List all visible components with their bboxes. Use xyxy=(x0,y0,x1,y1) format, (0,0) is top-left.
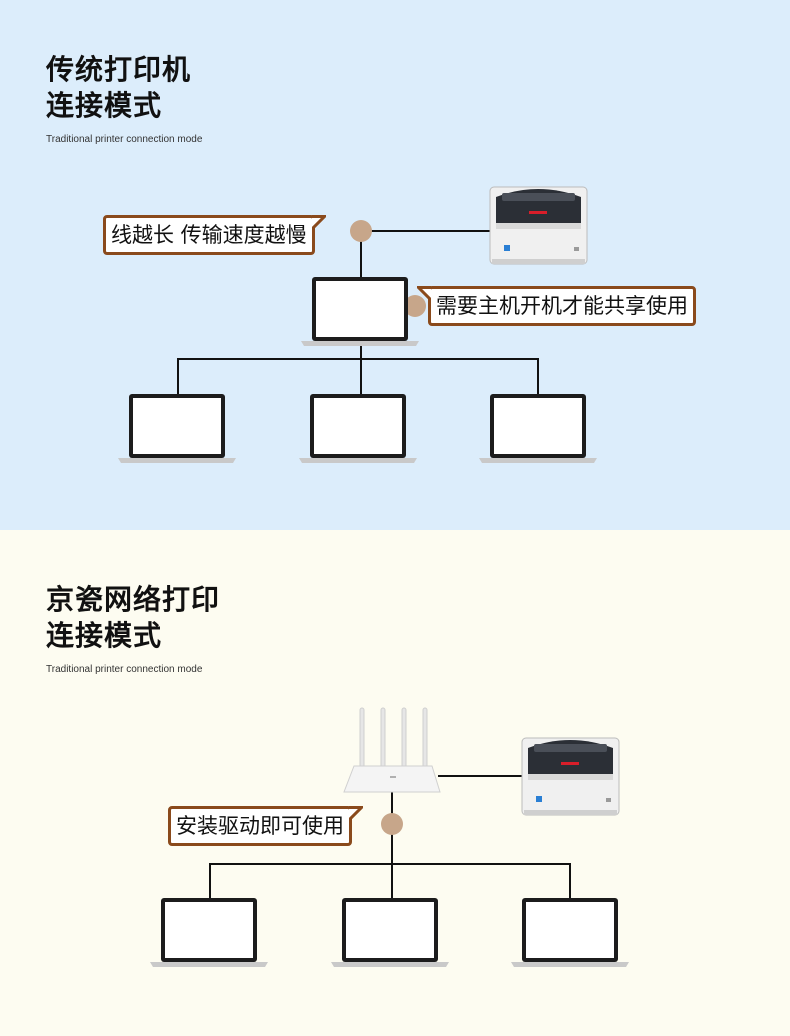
network-subtitle: Traditional printer connection mode xyxy=(46,664,203,675)
network-section: 京瓷网络打印 连接模式 Traditional printer connecti… xyxy=(0,530,790,1036)
client-laptop-icon xyxy=(118,394,236,463)
traditional-subtitle: Traditional printer connection mode xyxy=(46,134,203,145)
traditional-title-line1: 传统打印机 xyxy=(46,53,192,86)
callout-pointer xyxy=(349,806,363,820)
driver-indicator-dot xyxy=(381,813,403,835)
printer-icon xyxy=(521,737,620,816)
callout-pointer xyxy=(417,286,431,300)
client-laptop-icon xyxy=(150,898,268,967)
cable-length-callout-text: 线越长 传输速度越慢 xyxy=(111,223,307,247)
host-laptop-icon xyxy=(301,277,419,346)
traditional-title: 传统打印机 连接模式 xyxy=(46,52,191,124)
network-title-line2: 连接模式 xyxy=(46,619,163,652)
driver-install-callout: 安装驱动即可使用 xyxy=(168,806,363,846)
traditional-diagram xyxy=(118,186,597,463)
cable-length-callout: 线越长 传输速度越慢 xyxy=(103,215,326,255)
callout-pointer xyxy=(311,215,326,229)
host-power-callout-text: 需要主机开机才能共享使用 xyxy=(436,294,688,318)
cable-indicator-dot xyxy=(350,220,372,242)
client-laptop-icon xyxy=(299,394,417,463)
client-laptop-icon xyxy=(331,898,449,967)
host-power-callout: 需要主机开机才能共享使用 xyxy=(417,286,696,326)
network-title-line1: 京瓷网络打印 xyxy=(46,583,221,616)
network-diagram xyxy=(150,707,629,967)
driver-install-callout-text: 安装驱动即可使用 xyxy=(176,814,344,838)
client-laptop-icon xyxy=(479,394,597,463)
traditional-section: 传统打印机 连接模式 Traditional printer connectio… xyxy=(0,0,790,530)
network-title: 京瓷网络打印 连接模式 xyxy=(46,582,220,654)
printer-icon xyxy=(489,186,588,265)
client-laptop-icon xyxy=(511,898,629,967)
traditional-title-line2: 连接模式 xyxy=(46,89,163,122)
host-indicator-dot xyxy=(404,295,426,317)
router-icon xyxy=(343,707,441,793)
network-connection-lines xyxy=(209,775,571,898)
